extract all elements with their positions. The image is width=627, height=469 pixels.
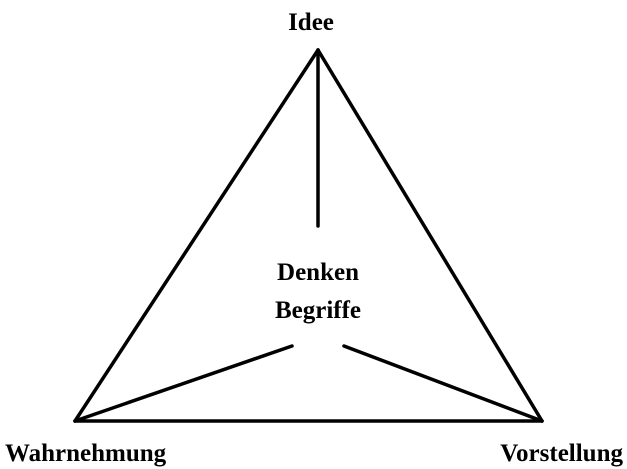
node-label-bottom-left: Wahrnehmung [5, 440, 167, 467]
node-label-bottom-right: Vorstellung [500, 440, 623, 467]
spoke-vorstellung-center [342, 344, 544, 423]
edge-idee-vorstellung [316, 48, 544, 423]
edge-idee-wahrnehmung [73, 48, 320, 423]
node-label-center-line2: Begriffe [275, 297, 361, 324]
spoke-wahrnehmung-center [73, 344, 294, 423]
node-label-center-line1: Denken [277, 259, 359, 286]
node-label-top: Idee [288, 9, 334, 36]
